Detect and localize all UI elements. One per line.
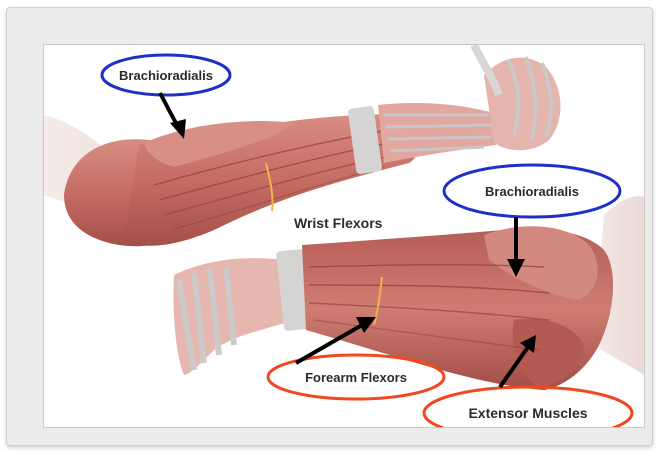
forearm-muscles-illustration: Brachioradialis Brachioradialis Wrist Fl… — [44, 45, 644, 427]
label-forearm-flexors: Forearm Flexors — [305, 370, 407, 385]
label-wrist-flexors: Wrist Flexors — [294, 215, 383, 231]
image-panel: Brachioradialis Brachioradialis Wrist Fl… — [43, 44, 645, 428]
label-brachioradialis-top: Brachioradialis — [119, 68, 213, 83]
image-frame: Brachioradialis Brachioradialis Wrist Fl… — [6, 7, 653, 446]
label-brachioradialis-right: Brachioradialis — [485, 184, 579, 199]
bottom-forearm — [173, 196, 644, 390]
label-extensor-muscles: Extensor Muscles — [468, 405, 587, 421]
